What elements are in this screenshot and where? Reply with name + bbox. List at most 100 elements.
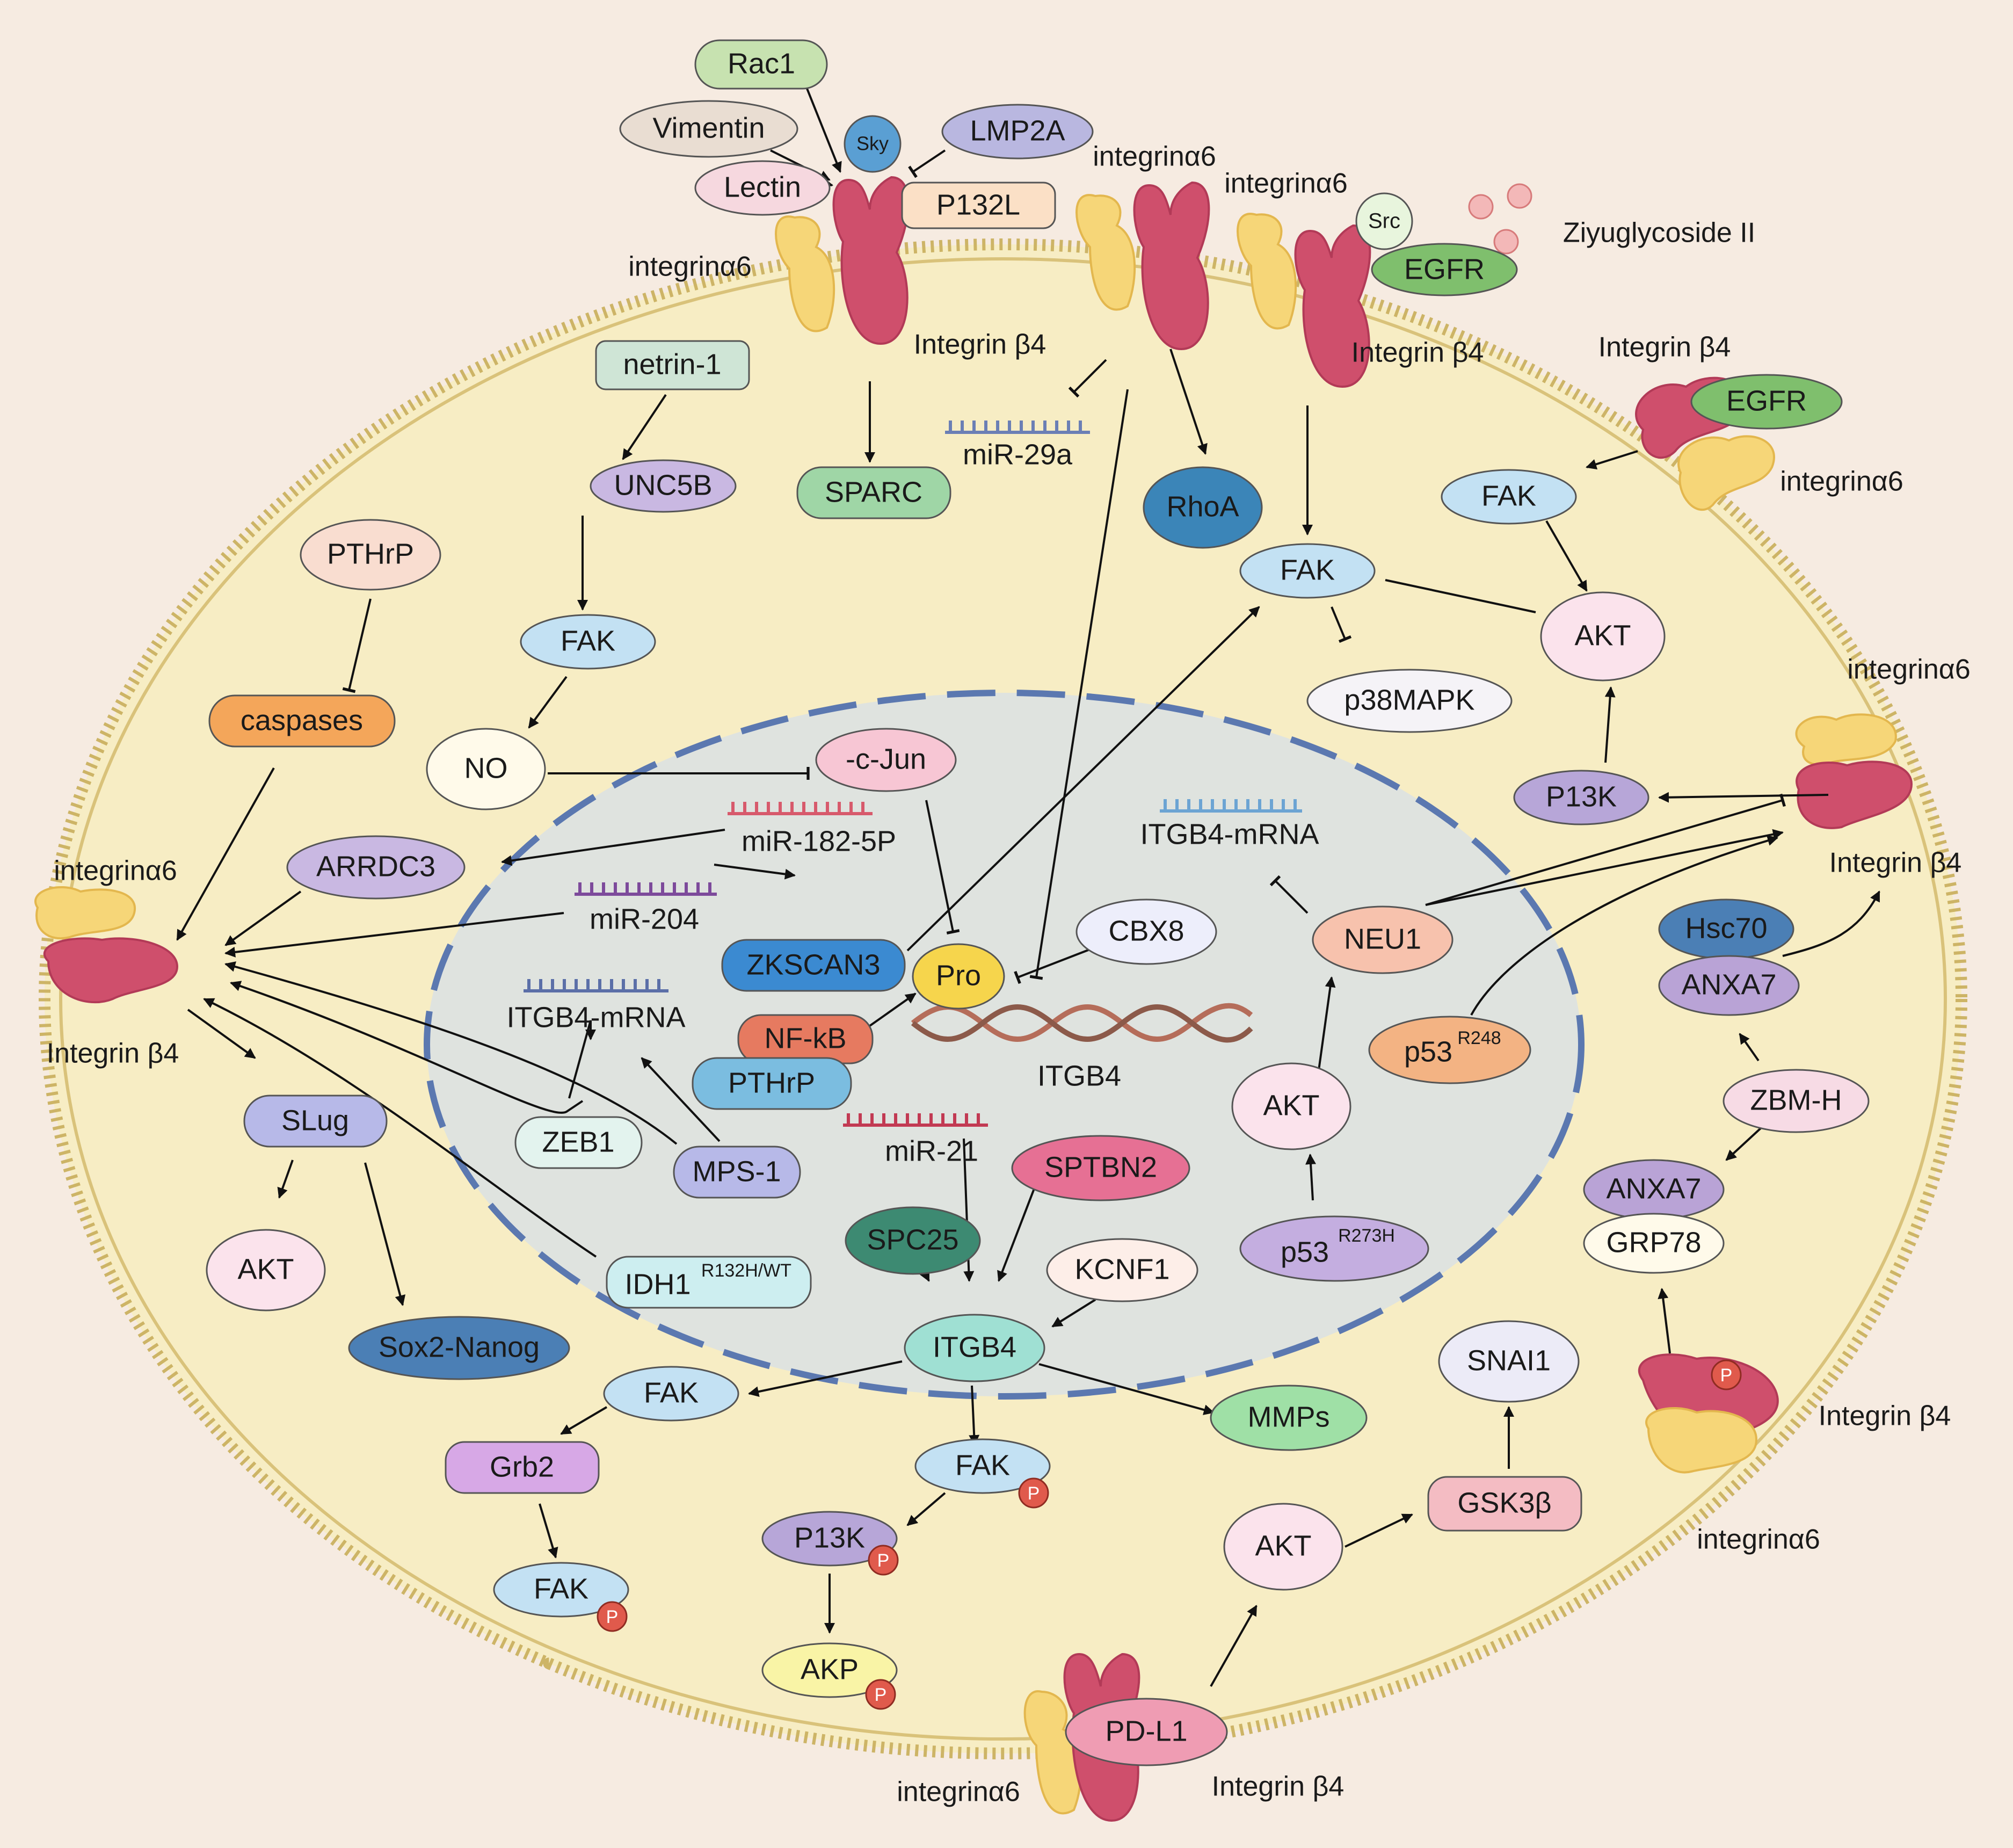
fak-topright-label: FAK xyxy=(1481,480,1536,512)
integrin-left xyxy=(34,886,179,1004)
cbx8-label: CBX8 xyxy=(1108,915,1184,947)
fak-lower-label: FAK xyxy=(644,1376,699,1409)
unc5b-node xyxy=(590,459,737,513)
phospho-label: P xyxy=(1720,1365,1733,1386)
kcnf1-node xyxy=(1046,1238,1198,1302)
mir21-label: miR-21 xyxy=(885,1135,978,1167)
phospho-label: P xyxy=(1028,1483,1040,1504)
phospho-badges xyxy=(597,1359,1742,1710)
vimentin-node xyxy=(619,100,798,158)
node-shapes xyxy=(206,39,1870,1766)
fak-left-label: FAK xyxy=(561,625,615,657)
hsc70-label: Hsc70 xyxy=(1685,912,1767,944)
integrin-b4-label: Integrin β4 xyxy=(914,329,1047,360)
pthrp-cyto-node xyxy=(300,519,441,591)
sparc-node xyxy=(796,466,951,519)
idh1-superscript: R132H/WT xyxy=(701,1260,791,1281)
itgb4-mrna-left-label: ITGB4-mRNA xyxy=(506,1001,685,1033)
integrin-a6-label: integrinα6 xyxy=(897,1777,1020,1808)
integrin-b4-label: Integrin β4 xyxy=(47,1038,179,1069)
neu1-node xyxy=(1312,905,1454,974)
phospho-icon-fak-left xyxy=(597,1601,628,1632)
egfr-top-label: EGFR xyxy=(1404,253,1485,285)
zkscan3-node xyxy=(721,939,906,992)
itgb4-center-node xyxy=(904,1314,1045,1382)
integrin-a6-label: integrinα6 xyxy=(1697,1524,1820,1555)
mps1-node xyxy=(673,1146,801,1199)
slug-node xyxy=(243,1095,388,1148)
zbmh-label: ZBM-H xyxy=(1750,1084,1842,1116)
cbx8-node xyxy=(1075,898,1217,965)
sparc-label: SPARC xyxy=(825,476,922,508)
ziyuglycoside-molecules xyxy=(1468,183,1532,255)
nfkb-label: NF-kB xyxy=(765,1022,847,1054)
pro-label: Pro xyxy=(936,959,981,991)
mir29a-glyph xyxy=(945,421,1090,434)
spc25-node xyxy=(845,1206,981,1275)
akp-label: AKP xyxy=(801,1653,859,1685)
p13k-p-node xyxy=(761,1511,898,1567)
rhoa-node xyxy=(1143,466,1263,549)
akp-node xyxy=(761,1642,898,1698)
sox2nanog-node xyxy=(348,1316,570,1380)
phospho-icon-fak-center xyxy=(1018,1477,1049,1509)
pthrp-nuc-label: PTHrP xyxy=(728,1067,815,1099)
pthrp-nuc-node xyxy=(692,1057,852,1110)
integrin-b4-label: Integrin β4 xyxy=(1351,337,1484,368)
fak-p-center-label: FAK xyxy=(955,1449,1010,1481)
p53-r248-node xyxy=(1368,1016,1531,1084)
zkscan3-label: ZKSCAN3 xyxy=(746,948,880,981)
arrdc3-node xyxy=(286,835,466,900)
src-node xyxy=(1355,192,1413,250)
p53-r273h-label: p53 xyxy=(1281,1236,1329,1268)
p38mapk-label: p38MAPK xyxy=(1344,684,1474,716)
pdl1-label: PD-L1 xyxy=(1105,1715,1187,1747)
egfr-right-label: EGFR xyxy=(1726,385,1807,417)
akt-bottom-label: AKT xyxy=(1255,1530,1311,1562)
phospho-icon-p13k xyxy=(868,1545,899,1576)
idh1-label: IDH1 xyxy=(624,1268,691,1300)
sky-label: Sky xyxy=(856,133,889,155)
anxa7-bottom-label: ANXA7 xyxy=(1606,1172,1701,1205)
mir204-glyph xyxy=(575,882,717,896)
mir21-glyph xyxy=(843,1113,988,1127)
akt-nuc-label: AKT xyxy=(1263,1089,1319,1121)
fak-p-center-node xyxy=(914,1438,1051,1494)
lmp2a-label: LMP2A xyxy=(970,114,1065,147)
egfr-right-node xyxy=(1690,374,1843,430)
sptbn2-label: SPTBN2 xyxy=(1044,1151,1157,1183)
mmps-label: MMPs xyxy=(1248,1401,1330,1433)
pdl1-node xyxy=(1065,1698,1228,1766)
integrin-right-mid xyxy=(1795,713,1913,829)
itgb4-mrna-right-glyph xyxy=(1160,799,1302,813)
p38mapk-node xyxy=(1306,669,1513,733)
p53-r248-superscript: R248 xyxy=(1457,1028,1501,1048)
gsk3b-label: GSK3β xyxy=(1457,1487,1551,1519)
zbmh-node xyxy=(1723,1069,1870,1133)
grp78-node xyxy=(1583,1213,1725,1274)
akt-bottom-node xyxy=(1223,1503,1343,1591)
fak-topright-node xyxy=(1441,469,1577,525)
akt-left-label: AKT xyxy=(237,1253,294,1285)
kcnf1-label: KCNF1 xyxy=(1074,1253,1169,1285)
lectin-node xyxy=(694,160,831,216)
pro-node xyxy=(912,943,1005,1010)
itgb4-mrna-left-glyph xyxy=(524,979,668,992)
phospho-label: P xyxy=(606,1607,619,1627)
sptbn2-node xyxy=(1011,1135,1190,1201)
grp78-label: GRP78 xyxy=(1606,1226,1701,1258)
integrin-b4-label: Integrin β4 xyxy=(1819,1401,1951,1432)
p53-r273h-superscript: R273H xyxy=(1338,1226,1395,1246)
rac1-label: Rac1 xyxy=(728,47,795,79)
integrin-top-center xyxy=(1075,181,1210,351)
zeb1-node xyxy=(514,1116,643,1169)
no-label: NO xyxy=(464,752,508,784)
grb2-label: Grb2 xyxy=(490,1451,554,1483)
mir182-glyph xyxy=(728,802,873,815)
mmps-node xyxy=(1210,1385,1368,1451)
lectin-label: Lectin xyxy=(724,171,801,203)
mir29a-label: miR-29a xyxy=(963,438,1073,470)
integrin-top-left xyxy=(775,176,910,345)
no-node xyxy=(426,728,546,810)
unc5b-label: UNC5B xyxy=(614,469,712,501)
